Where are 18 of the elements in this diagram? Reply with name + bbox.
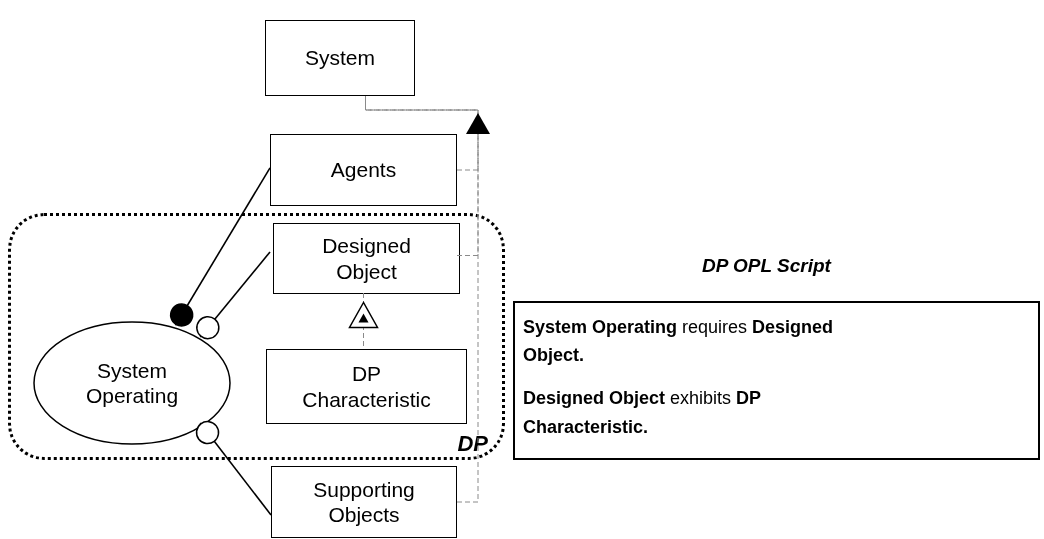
object-box: DP Characteristic bbox=[266, 349, 467, 424]
connector-line bbox=[363, 290, 364, 347]
group-boundary bbox=[8, 213, 505, 460]
object-box: System bbox=[265, 20, 415, 96]
connector-line bbox=[169, 167, 271, 327]
object-box: Agents bbox=[270, 134, 457, 206]
panel-title: DP OPL Script bbox=[702, 254, 831, 278]
connector-line bbox=[195, 420, 272, 516]
connector-line bbox=[196, 251, 271, 340]
exhibition-triangle-icon bbox=[348, 300, 379, 329]
group-label: DP bbox=[457, 433, 488, 455]
object-box: Designed Object bbox=[273, 223, 460, 294]
process-ellipse bbox=[33, 321, 231, 445]
script-sentence: System Operating requires Designed Object. bbox=[523, 315, 835, 368]
process-label: System Operating bbox=[84, 357, 180, 409]
script-sentence: Designed Object exhibits DP Characteristic. bbox=[523, 387, 762, 439]
object-box: Supporting Objects bbox=[271, 466, 457, 538]
aggregation-triangle-icon bbox=[466, 113, 490, 134]
